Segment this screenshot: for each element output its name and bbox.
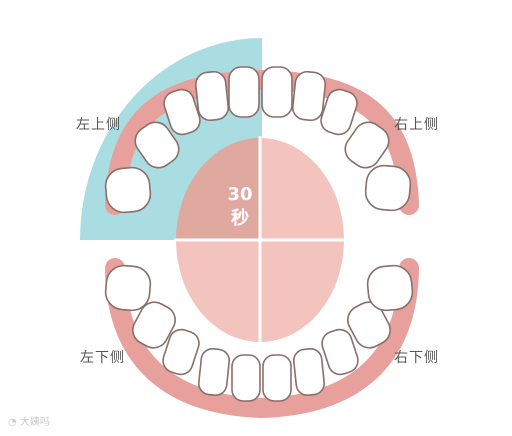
lower-tooth	[366, 264, 414, 312]
upper-tooth	[163, 88, 201, 136]
lower-tooth	[132, 301, 176, 349]
teeth	[104, 66, 414, 402]
label-lower-right: 右下侧	[394, 350, 439, 366]
label-upper-left: 左上侧	[76, 117, 121, 133]
upper-tooth	[261, 66, 293, 118]
lower-tooth	[262, 354, 292, 402]
lower-tooth	[321, 328, 359, 376]
upper-tooth	[134, 121, 180, 169]
watermark: ◔ 大姨吗	[8, 413, 50, 428]
watermark-logo-icon: ◔	[8, 417, 20, 428]
tongue-upper-left	[176, 138, 260, 240]
label-upper-right: 右上侧	[394, 117, 439, 133]
upper-tooth	[104, 166, 152, 214]
tongue	[174, 136, 346, 344]
upper-tooth	[194, 70, 230, 122]
watermark-text: 大姨吗	[19, 417, 50, 428]
upper-tooth	[344, 121, 390, 169]
upper-tooth	[364, 164, 412, 212]
lower-tooth	[231, 354, 261, 402]
tongue-lower-right	[260, 240, 344, 342]
upper-tooth	[320, 88, 358, 136]
lower-tooth	[162, 328, 200, 376]
label-lower-left: 左下侧	[80, 350, 125, 366]
lower-tooth	[292, 347, 326, 397]
tongue-lower-left	[176, 240, 260, 342]
upper-tooth	[291, 70, 327, 122]
tongue-upper-right	[260, 138, 344, 240]
lower-tooth	[197, 347, 231, 397]
timer-value: 30	[227, 184, 253, 205]
upper-tooth	[228, 66, 260, 118]
timer-unit: 秒	[231, 208, 249, 229]
timer-readout: 30 秒	[203, 183, 277, 231]
lower-tooth	[347, 301, 391, 349]
lower-tooth	[104, 264, 152, 312]
lower-gum	[105, 258, 419, 419]
